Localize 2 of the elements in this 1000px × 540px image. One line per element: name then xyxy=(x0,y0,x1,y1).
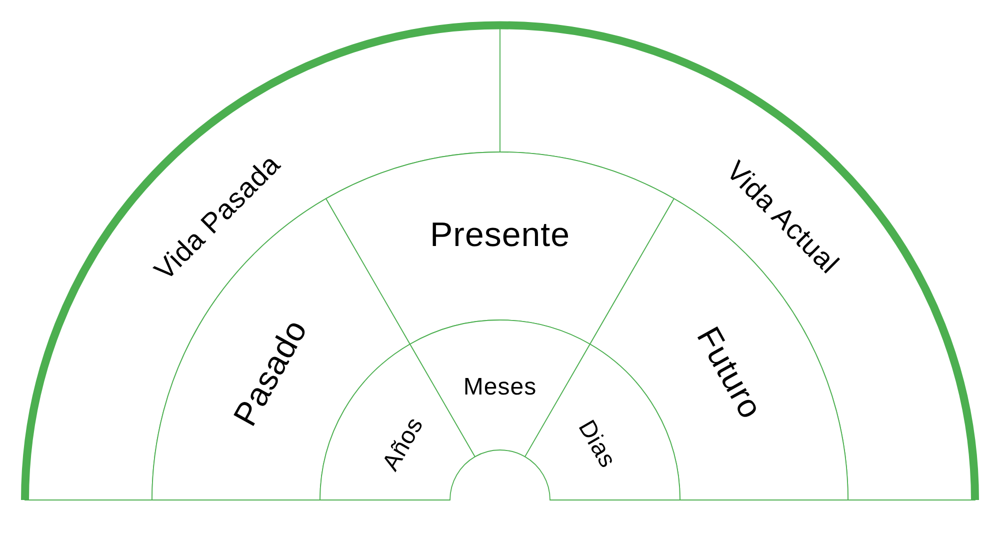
segment-label: Meses xyxy=(463,374,537,400)
segment-label: Presente xyxy=(430,216,570,254)
